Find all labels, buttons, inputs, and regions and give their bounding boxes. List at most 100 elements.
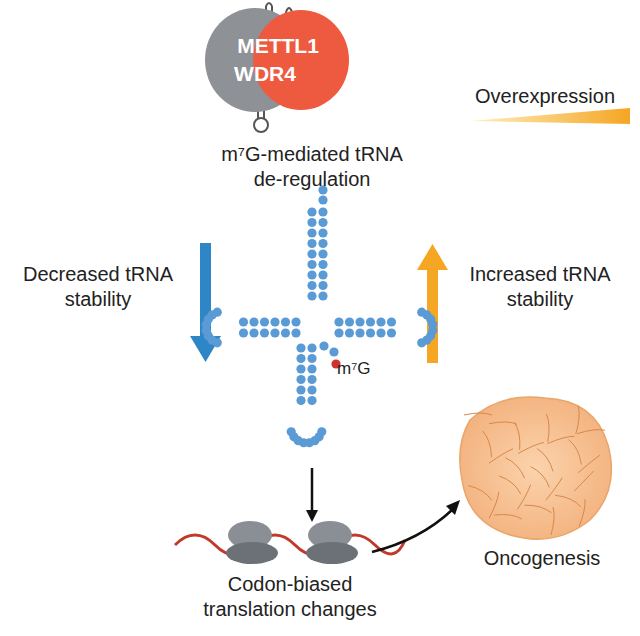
tumor-texture <box>464 406 605 535</box>
tumor-mass <box>460 397 612 539</box>
tumor-fiber <box>547 436 574 443</box>
tumor-fiber <box>499 476 520 494</box>
nucleotide <box>296 375 305 384</box>
nucleotide <box>345 328 354 337</box>
nucleotide <box>334 317 343 326</box>
nucleotide <box>239 328 248 337</box>
tumor-fiber <box>546 414 549 442</box>
flow-arrow <box>306 468 318 522</box>
nucleotide <box>239 317 248 326</box>
trna-cloverleaf <box>202 185 438 447</box>
tumor-fiber <box>489 449 513 463</box>
tumor-fiber <box>577 430 605 434</box>
nucleotide <box>319 341 328 350</box>
nucleotide <box>307 281 316 290</box>
nucleotide <box>334 328 343 337</box>
gradient-wedge <box>470 108 630 124</box>
decrease-label: Decreased tRNA stability <box>11 262 186 312</box>
nucleotide <box>281 328 290 337</box>
nucleotide <box>249 328 258 337</box>
nucleotide <box>355 317 364 326</box>
tumor-fiber <box>468 486 492 501</box>
nucleotide <box>307 228 316 237</box>
nucleotide <box>376 328 385 337</box>
tumor-fiber <box>489 492 499 518</box>
process-label: m⁷G-mediated tRNA de-regulation <box>220 142 404 192</box>
flow-arrow-curve <box>372 510 452 552</box>
nucleotide <box>318 291 327 300</box>
nucleotide <box>355 328 364 337</box>
nucleotide <box>307 260 316 269</box>
tumor-fiber <box>579 499 585 526</box>
nucleotide <box>213 338 222 347</box>
nucleotide <box>318 260 327 269</box>
nucleotide <box>387 317 396 326</box>
protein-name: METTL1 <box>237 34 319 58</box>
tumor-fiber <box>546 478 562 501</box>
nucleotide <box>318 239 327 248</box>
nucleotide <box>281 317 290 326</box>
tumor-fiber <box>505 458 524 478</box>
tumor-fiber <box>531 467 550 488</box>
nucleotide <box>307 239 316 248</box>
nucleotide <box>307 385 316 394</box>
nucleotide <box>249 317 258 326</box>
nucleotide <box>307 249 316 258</box>
nucleotide <box>345 317 354 326</box>
nucleotide <box>260 317 269 326</box>
increase-arrow <box>417 244 448 363</box>
tumor-fiber <box>555 495 581 506</box>
nucleotide <box>318 281 327 290</box>
nucleotide <box>366 317 375 326</box>
ribosome <box>226 521 358 564</box>
complex-shape <box>203 6 353 114</box>
nucleotide <box>307 207 316 216</box>
tumor-fiber <box>574 471 593 491</box>
nucleotide <box>296 343 305 352</box>
modification-label: m⁷G <box>337 358 387 379</box>
nucleotide <box>291 317 300 326</box>
nucleotide <box>307 270 316 279</box>
nucleotide <box>307 354 316 363</box>
nucleotide <box>366 328 375 337</box>
tumor-fiber <box>494 515 522 519</box>
tumor-fiber <box>551 507 554 535</box>
nucleotide <box>307 218 316 227</box>
outcome-label: Oncogenesis <box>467 546 617 571</box>
tumor-fiber <box>569 440 582 465</box>
nucleotide <box>307 343 316 352</box>
nucleotide <box>291 328 300 337</box>
nucleotide <box>307 291 316 300</box>
nucleotide <box>296 396 305 405</box>
nucleotide <box>296 364 305 373</box>
nucleotide <box>317 427 326 436</box>
nucleotide <box>307 396 316 405</box>
translation-label: Codon-biased translation changes <box>188 572 393 622</box>
nucleotide <box>270 328 279 337</box>
protein-name: WDR4 <box>234 62 296 86</box>
overexpression-label: Overexpression <box>460 84 630 109</box>
nucleotide <box>270 317 279 326</box>
nucleotide <box>318 249 327 258</box>
tumor-fiber <box>514 422 520 449</box>
nucleotide <box>318 228 327 237</box>
tumor-fiber <box>517 485 530 510</box>
nucleotide <box>329 347 338 356</box>
tumor-fiber <box>576 406 579 434</box>
nucleotide <box>296 385 305 394</box>
increase-label: Increased tRNA stability <box>453 262 628 312</box>
nucleotide <box>260 328 269 337</box>
tumor-fiber <box>464 413 492 415</box>
arrow-head <box>446 500 460 515</box>
tumor-fiber <box>489 422 517 424</box>
nucleotide <box>318 218 327 227</box>
nucleotide <box>387 328 396 337</box>
nucleotide <box>318 207 327 216</box>
nucleotide <box>376 317 385 326</box>
nucleotide <box>318 195 327 204</box>
protein-complex: METTL1WDR4 <box>203 6 353 114</box>
nucleotide <box>318 270 327 279</box>
mrna-strand <box>175 535 405 555</box>
nucleotide <box>296 354 305 363</box>
